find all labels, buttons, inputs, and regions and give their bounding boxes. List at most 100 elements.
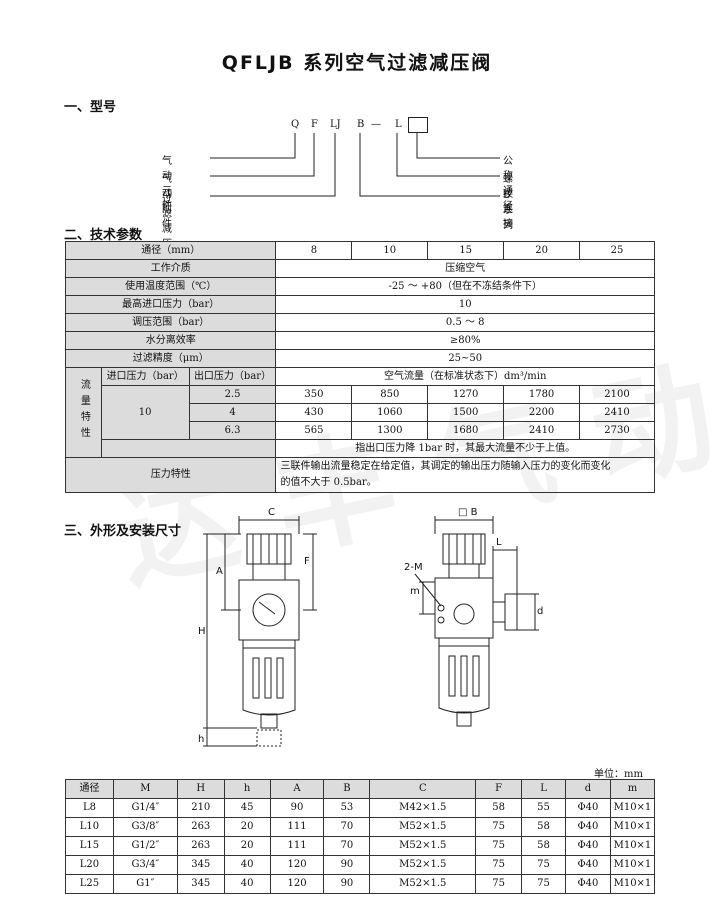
row-label: 工作介质 [64,259,277,278]
pressure-text-line2: 的值不大于 0.5bar。 [280,477,377,488]
table-row: 过滤精度（μm） 25~50 [64,349,655,368]
size-cell: 8 [275,241,353,260]
cell: M10×1 [609,798,656,818]
cell: 345 [176,874,225,894]
dim-label-f: F [304,556,310,567]
section-model-heading: 一、型号 [64,100,117,115]
flow-cell: 1300 [351,421,429,440]
flow-cell: 1270 [427,385,505,404]
cell: Φ40 [565,874,611,894]
column-header: H [176,779,225,799]
flow-cell: 2200 [503,403,581,422]
cell: 70 [323,836,371,856]
row-value: -25 ～ +80（但在不冻结条件下） [275,277,655,296]
size-cell: 10 [351,241,429,260]
table-row: 压力特性 三联件输出流量稳定在给定值，其调定的输出压力随输入压力的变化而变化的值… [64,457,655,493]
cell: L15 [65,836,114,856]
row-label: 使用温度范围（℃） [64,277,277,296]
row-label: 调压范围（bar） [64,313,277,332]
row-label: 过滤精度（μm） [64,349,277,368]
code-char-dash: — [371,119,381,130]
cell: 58 [521,836,566,856]
column-header: A [269,779,325,799]
code-char-l: L [395,119,402,130]
cell: 90 [323,855,371,875]
row-label: 水分离效率 [64,331,277,350]
cell: M10×1 [609,874,656,894]
header-diameter-label: 通径（mm） [64,241,277,260]
unit-label: 单位：mm [594,769,643,780]
row-value: 10 [275,295,655,314]
cell: 75 [475,855,523,875]
cell: 263 [176,836,225,856]
section-dims-heading: 三、外形及安装尺寸 [64,524,182,539]
table-row: 调压范围（bar） 0.5 ～ 8 [64,313,655,332]
cell: 75 [475,836,523,856]
flow-cell: 2410 [579,403,655,422]
flow-cell: 565 [275,421,353,440]
cell: 75 [475,874,523,894]
cell: 90 [323,874,371,894]
cell: L8 [65,798,114,818]
size-cell: 25 [579,241,655,260]
front-view-drawing [203,516,317,747]
cell: M10×1 [609,836,656,856]
dim-label-2m: 2-M [404,562,423,573]
code-char-b: B [357,119,365,130]
cell: G1/4″ [112,798,178,818]
code-char-q: Q [291,119,300,130]
flow-cell: 2410 [503,421,581,440]
cell: L10 [65,817,114,837]
code-char-f: F [311,119,318,130]
table-row: 水分离效率 ≥80% [64,331,655,350]
label-b-series: B 系 列 [503,190,513,231]
column-header: F [475,779,523,799]
table-row: 指出口压力降 1bar 时，其最大流量不少于上值。 [66,439,655,458]
cell: L25 [65,874,114,894]
cell: 345 [176,855,225,875]
row-label: 最高进口压力（bar） [64,295,277,314]
table-row: 最高进口压力（bar） 10 [64,295,655,314]
code-size-box [408,117,428,133]
outlet-header: 出口压力（bar） [188,367,277,386]
outlet-value: 6.3 [188,421,277,440]
side-view-drawing [414,516,539,727]
cell: 75 [521,855,566,875]
flow-cell: 1680 [427,421,505,440]
flow-group-label: 流量特性 [65,367,102,458]
cell: G3/8″ [112,817,178,837]
flow-cell: 2730 [579,421,655,440]
flow-cell: 1060 [351,403,429,422]
row-value: 0.5 ～ 8 [275,313,655,332]
cell: 111 [269,836,325,856]
cell: 45 [223,798,271,818]
label-pneumatic-component: 气动元件 [162,156,172,212]
cell: 20 [223,836,271,856]
table-row: 流量特性 进口压力（bar） 出口压力（bar） 空气流量（在标准状态下）dm³… [65,367,655,458]
flow-cell: 2100 [579,385,655,404]
row-value: 压缩空气 [275,259,655,278]
dim-label-c: C [268,507,275,518]
row-value: ≥80% [275,331,655,350]
model-code-leader-lines [210,133,500,197]
cell: 58 [475,798,523,818]
cell: M52×1.5 [369,855,477,875]
cell: 111 [269,817,325,837]
dim-label-a: A [216,566,223,577]
cell: M10×1 [609,817,656,837]
flow-group-text: 流量特性 [78,379,90,443]
size-cell: 15 [427,241,505,260]
table-row: 使用温度范围（℃） -25 ～ +80（但在不冻结条件下） [64,277,655,296]
outlet-value: 4 [188,403,277,422]
dim-label-h-upper: H [198,626,206,637]
code-char-lj: LJ [330,119,341,130]
cell: 75 [475,817,523,837]
cell: M42×1.5 [369,798,477,818]
dim-label-d: d [537,606,544,617]
pressure-text: 三联件输出流量稳定在给定值，其调定的输出压力随输入压力的变化而变化的值不大于 0… [275,457,655,493]
cell: 70 [323,817,371,837]
cell: 40 [223,874,271,894]
